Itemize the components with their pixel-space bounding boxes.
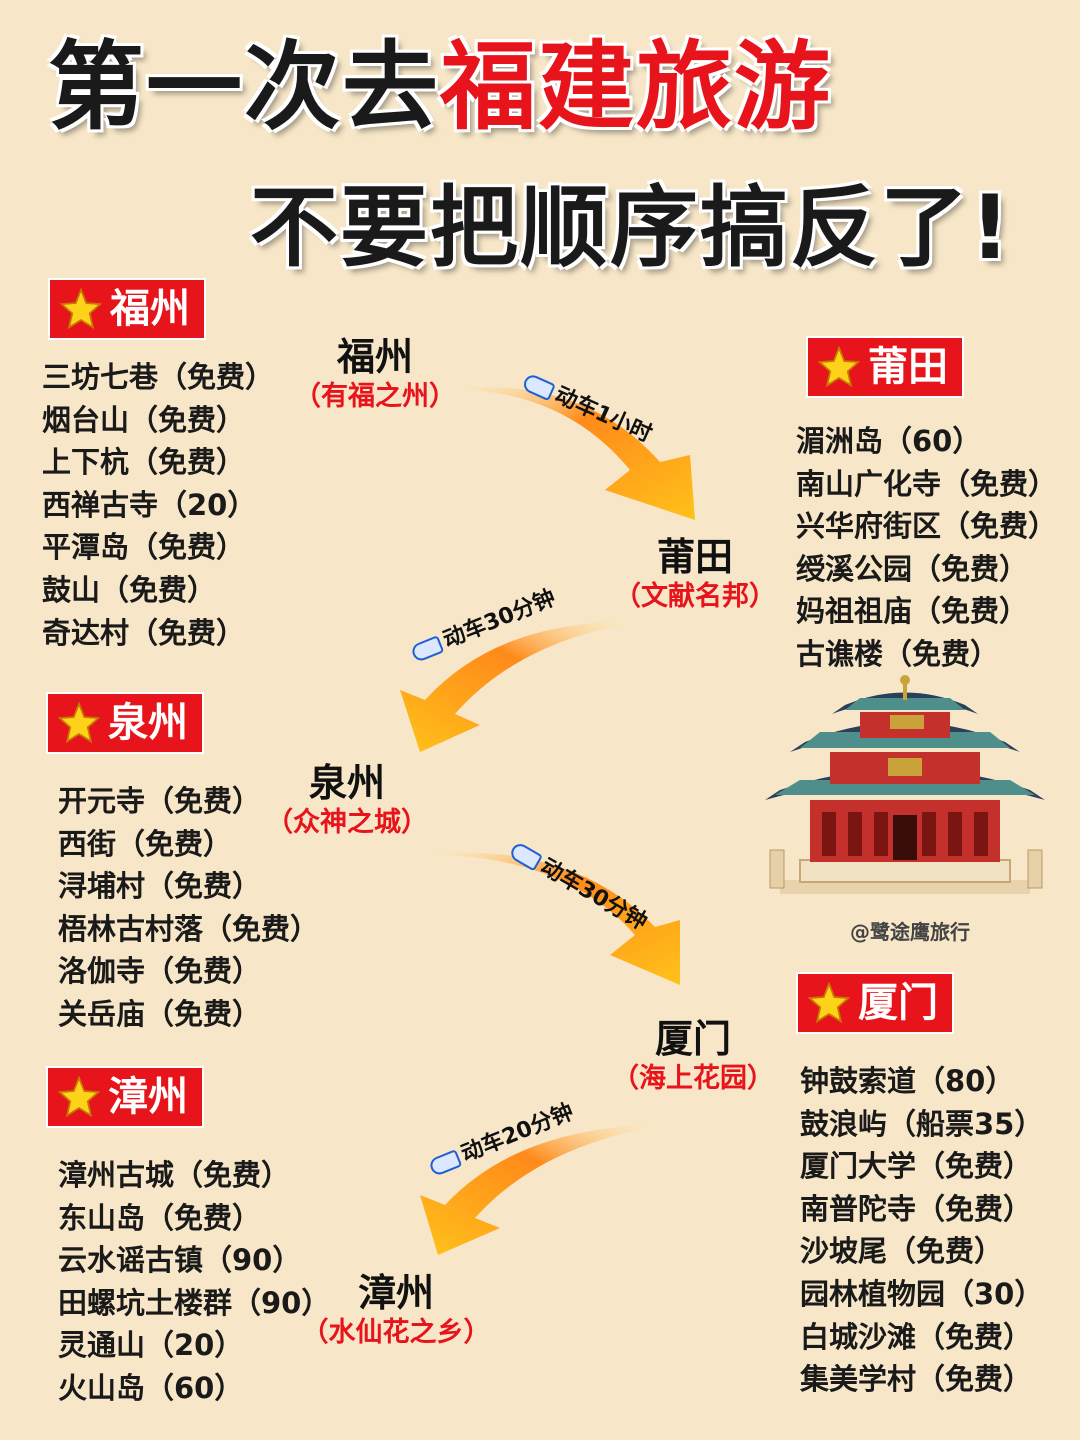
list-putian: 湄洲岛（60） 南山广化寺（免费） 兴华府街区（免费） 绶溪公园（免费） 妈祖祖… <box>796 420 1057 676</box>
arrow-putian-quanzhou <box>400 621 640 752</box>
list-item: 洛伽寺（免费） <box>58 954 262 989</box>
star-icon <box>818 346 860 388</box>
list-item: 上下杭（免费） <box>42 445 246 480</box>
list-item: 田螺坑土楼群（90） <box>58 1285 331 1320</box>
city-nickname: （水仙花之乡） <box>301 1317 491 1348</box>
list-item: 梧林古村落（免费） <box>58 911 320 946</box>
city-name: 漳州 <box>357 1271 434 1315</box>
city-nickname: （众神之城） <box>266 807 428 838</box>
list-item: 浔埔村（免费） <box>58 869 262 904</box>
title-black-part: 第一次去 <box>48 31 440 143</box>
list-item: 火山岛（60） <box>58 1370 244 1405</box>
list-item: 古谯楼（免费） <box>796 636 1000 671</box>
watermark-credit: @鹭途鹰旅行 <box>850 920 970 944</box>
list-zhangzhou: 漳州古城（免费） 东山岛（免费） 云水谣古镇（90） 田螺坑土楼群（90） 灵通… <box>58 1154 330 1410</box>
star-icon <box>808 982 850 1024</box>
list-item: 鼓山（免费） <box>42 572 217 607</box>
list-item: 漳州古城（免费） <box>58 1158 291 1192</box>
list-item: 西街（免费） <box>58 826 233 861</box>
list-item: 南山广化寺（免费） <box>796 466 1058 501</box>
list-item: 园林植物园（30） <box>800 1276 1044 1311</box>
badge-xiamen: 厦门 <box>796 972 954 1034</box>
list-item: 平潭岛（免费） <box>42 530 246 565</box>
city-name: 莆田 <box>656 535 733 579</box>
title-line-2: 不要把顺序搞反了! <box>250 176 1013 279</box>
list-item: 厦门大学（免费） <box>800 1149 1033 1184</box>
list-item: 开元寺（免费） <box>58 784 262 818</box>
title-red-part: 福建旅游 <box>440 31 832 143</box>
list-item: 西禅古寺（20） <box>42 487 257 522</box>
route-putian: 莆田 （文献名邦） <box>610 534 780 614</box>
badge-putian: 莆田 <box>806 336 964 398</box>
route-quanzhou: 泉州 （众神之城） <box>262 760 432 840</box>
badge-fuzhou: 福州 <box>48 278 206 340</box>
city-nickname: （海上花园） <box>612 1063 774 1094</box>
list-item: 关岳庙（免费） <box>58 996 262 1031</box>
list-item: 钟鼓索道（80） <box>800 1064 1015 1098</box>
list-item: 云水谣古镇（90） <box>58 1243 302 1278</box>
list-item: 白城沙滩（免费） <box>800 1319 1033 1354</box>
route-xiamen: 厦门 （海上花园） <box>608 1016 778 1096</box>
badge-label: 福州 <box>110 286 190 332</box>
list-item: 烟台山（免费） <box>42 402 246 437</box>
route-fuzhou: 福州 （有福之州） <box>290 334 460 414</box>
list-item: 鼓浪屿（船票35） <box>800 1106 1044 1141</box>
list-fuzhou: 三坊七巷（免费） 烟台山（免费） 上下杭（免费） 西禅古寺（20） 平潭岛（免费… <box>42 356 274 654</box>
list-item: 妈祖祖庙（免费） <box>796 594 1029 629</box>
list-item: 南普陀寺（免费） <box>800 1191 1033 1226</box>
city-name: 福州 <box>336 335 413 379</box>
badge-label: 泉州 <box>108 700 188 746</box>
star-icon <box>60 288 102 330</box>
list-item: 东山岛（免费） <box>58 1200 262 1235</box>
arrow-xiamen-zhangzhou <box>420 1125 665 1255</box>
badge-label: 厦门 <box>858 980 938 1026</box>
city-nickname: （文献名邦） <box>614 581 776 612</box>
star-icon <box>58 1076 100 1118</box>
arrow-quanzhou-xiamen <box>410 852 680 985</box>
city-name: 厦门 <box>654 1017 731 1061</box>
list-item: 灵通山（20） <box>58 1328 244 1363</box>
list-item: 绶溪公园（免费） <box>796 551 1029 586</box>
star-icon <box>58 702 100 744</box>
list-item: 三坊七巷（免费） <box>42 360 275 394</box>
city-nickname: （有福之州） <box>294 381 456 412</box>
list-xiamen: 钟鼓索道（80） 鼓浪屿（船票35） 厦门大学（免费） 南普陀寺（免费） 沙坡尾… <box>800 1060 1043 1401</box>
list-item: 湄洲岛（60） <box>796 424 982 458</box>
city-name: 泉州 <box>308 761 385 805</box>
badge-label: 莆田 <box>868 344 948 390</box>
arrow-fuzhou-putian <box>440 387 695 520</box>
list-item: 兴华府街区（免费） <box>796 509 1058 544</box>
route-zhangzhou: 漳州 （水仙花之乡） <box>296 1270 496 1350</box>
list-quanzhou: 开元寺（免费） 西街（免费） 浔埔村（免费） 梧林古村落（免费） 洛伽寺（免费）… <box>58 780 319 1036</box>
title-line-1: 第一次去福建旅游 <box>48 32 832 142</box>
badge-label: 漳州 <box>108 1074 188 1120</box>
badge-zhangzhou: 漳州 <box>46 1066 204 1128</box>
list-item: 沙坡尾（免费） <box>800 1234 1004 1269</box>
list-item: 集美学村（免费） <box>800 1362 1033 1397</box>
temple-illustration <box>765 675 1045 894</box>
badge-quanzhou: 泉州 <box>46 692 204 754</box>
list-item: 奇达村（免费） <box>42 615 246 650</box>
